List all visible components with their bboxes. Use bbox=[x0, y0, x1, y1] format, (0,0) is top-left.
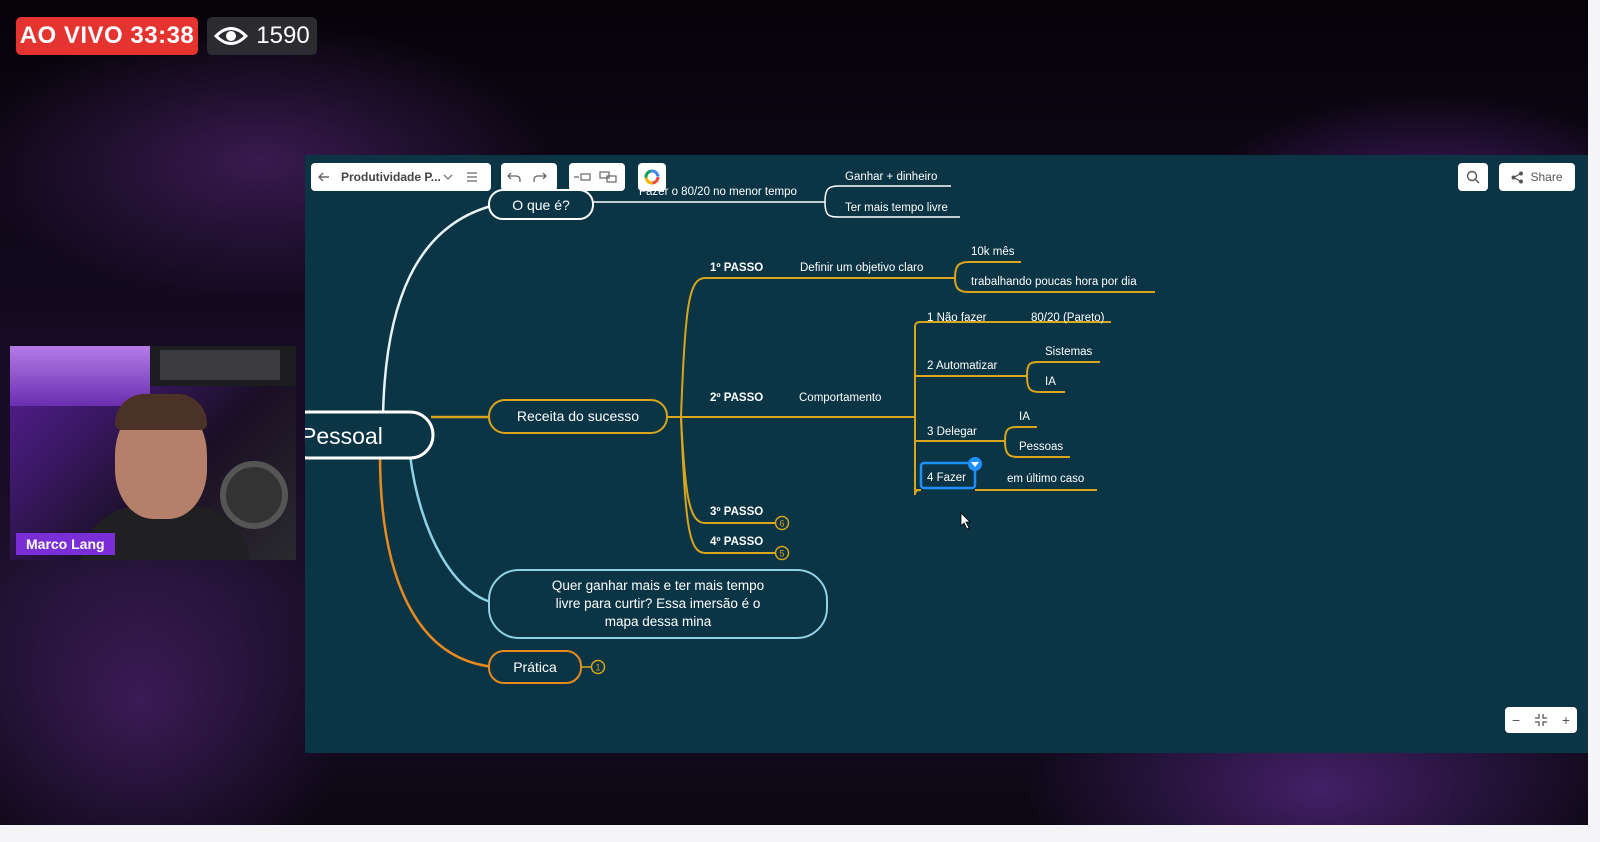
back-button[interactable] bbox=[311, 163, 337, 191]
label-passo4: 4º PASSO bbox=[710, 536, 763, 548]
hamburger-icon bbox=[466, 172, 477, 182]
line-poucas-horas bbox=[954, 277, 1155, 293]
chevron-down-icon bbox=[971, 462, 979, 467]
add-topic-icon bbox=[574, 173, 591, 181]
label-ultimo-caso: em último caso bbox=[1007, 473, 1084, 485]
line-sistemas bbox=[1026, 361, 1100, 377]
line-ia-auto bbox=[1026, 375, 1065, 393]
label-pareto: 80/20 (Pareto) bbox=[1031, 312, 1105, 324]
mouse-cursor-icon bbox=[960, 512, 971, 530]
share-button[interactable]: Share bbox=[1499, 163, 1575, 191]
line-nao-fazer bbox=[914, 321, 1111, 417]
share-label: Share bbox=[1530, 170, 1563, 184]
label-ia-auto: IA bbox=[1045, 376, 1056, 388]
presenter-hair bbox=[115, 394, 207, 430]
label-fazer: 4 Fazer bbox=[927, 472, 966, 484]
label-delegar: 3 Delegar bbox=[927, 426, 977, 438]
count-passo3: 6 bbox=[779, 519, 784, 529]
color-wheel-icon bbox=[644, 169, 660, 185]
node-fazer-selected[interactable] bbox=[919, 461, 977, 490]
label-8020-menor-tempo: Fazer o 80/20 no menor tempo bbox=[639, 186, 797, 198]
branch-root-oquee bbox=[381, 203, 496, 418]
history-toolbar bbox=[501, 163, 557, 191]
label-pessoas: Pessoas bbox=[1019, 441, 1063, 453]
menu-button[interactable] bbox=[459, 163, 485, 191]
studio-light bbox=[10, 346, 150, 406]
zoom-out-button[interactable]: − bbox=[1511, 712, 1521, 728]
search-button[interactable] bbox=[1458, 163, 1488, 191]
doc-toolbar: Produtividade P... bbox=[311, 163, 491, 191]
mindmap-svg: Pessoal O que é? Fazer o 80/20 no menor … bbox=[305, 171, 1155, 684]
line-pessoas bbox=[1004, 440, 1070, 458]
node-toolbar bbox=[569, 163, 625, 191]
viewer-count: 1590 bbox=[256, 22, 310, 49]
label-ganhar-dinheiro: Ganhar + dinheiro bbox=[845, 171, 937, 183]
label-passo2: 2º PASSO bbox=[710, 392, 763, 404]
label-automatizar: 2 Automatizar bbox=[927, 360, 997, 372]
root-label: Pessoal bbox=[305, 423, 383, 449]
label-o-que-e: O que é? bbox=[512, 197, 570, 213]
collapsed-count-passo4[interactable] bbox=[774, 545, 790, 561]
arrow-left-icon bbox=[318, 172, 329, 182]
eye-icon bbox=[214, 27, 249, 45]
label-pratica: Prática bbox=[513, 659, 557, 675]
label-10k: 10k mês bbox=[971, 246, 1015, 258]
viewer-count-badge: 1590 bbox=[207, 17, 317, 55]
line-passo4 bbox=[680, 416, 775, 554]
label-objetivo-claro: Definir um objetivo claro bbox=[800, 262, 923, 274]
label-passo1: 1º PASSO bbox=[710, 262, 763, 274]
doc-title[interactable]: Produtividade P... bbox=[341, 170, 441, 184]
fit-to-screen-icon[interactable] bbox=[1534, 713, 1548, 727]
node-quote[interactable] bbox=[488, 569, 828, 639]
right-border bbox=[1588, 0, 1600, 842]
mindmap-canvas[interactable]: Pessoal O que é? Fazer o 80/20 no menor … bbox=[305, 155, 1588, 753]
zoom-controls: − + bbox=[1505, 707, 1577, 733]
line-10k bbox=[954, 261, 1021, 279]
label-receita: Receita do sucesso bbox=[517, 408, 639, 424]
count-passo4: 5 bbox=[779, 549, 784, 559]
theme-button[interactable] bbox=[638, 163, 666, 191]
label-poucas-horas: trabalhando poucas hora por dia bbox=[971, 276, 1137, 288]
collapsed-count-passo3[interactable] bbox=[774, 515, 790, 531]
share-icon bbox=[1511, 171, 1524, 183]
label-ia-delegar: IA bbox=[1019, 411, 1030, 423]
quote-line-3: mapa dessa mina bbox=[605, 614, 712, 629]
line-ia-delegar bbox=[1004, 426, 1037, 442]
label-comportamento: Comportamento bbox=[799, 392, 881, 404]
undo-button[interactable] bbox=[501, 163, 527, 191]
label-tempo-livre: Ter mais tempo livre bbox=[845, 202, 948, 214]
zoom-in-button[interactable]: + bbox=[1561, 712, 1571, 728]
add-child-button[interactable] bbox=[595, 163, 621, 191]
branch-root-quote bbox=[408, 454, 496, 605]
collapsed-count-pratica[interactable] bbox=[590, 659, 606, 675]
line-passo1 bbox=[680, 277, 925, 418]
line-ganhar bbox=[824, 185, 951, 203]
label-nao-fazer: 1 Não fazer bbox=[927, 312, 987, 324]
background-badge bbox=[220, 461, 288, 529]
search-icon bbox=[1466, 170, 1480, 184]
label-passo3: 3º PASSO bbox=[710, 506, 763, 518]
quote-line-1: Quer ganhar mais e ter mais tempo bbox=[552, 578, 764, 593]
presenter-name-tag: Marco Lang bbox=[16, 533, 115, 555]
root-node[interactable] bbox=[305, 410, 435, 460]
add-sibling-button[interactable] bbox=[569, 163, 595, 191]
live-badge: AO VIVO 33:38 bbox=[16, 17, 198, 55]
line-comportamento-spine bbox=[914, 417, 921, 491]
undo-icon bbox=[507, 172, 521, 182]
add-subtopic-icon bbox=[599, 171, 617, 183]
bottom-border bbox=[0, 825, 1600, 842]
quote-line-2: livre para curtir? Essa imersão é o bbox=[556, 596, 761, 611]
branch-root-pratica bbox=[378, 454, 496, 669]
label-sistemas: Sistemas bbox=[1045, 346, 1093, 358]
line-tempo-livre bbox=[824, 201, 960, 218]
chevron-down-icon[interactable] bbox=[443, 173, 453, 181]
presenter-webcam bbox=[10, 346, 296, 560]
redo-button[interactable] bbox=[527, 163, 553, 191]
background-frame bbox=[160, 350, 280, 380]
redo-icon bbox=[533, 172, 547, 182]
count-pratica: 1 bbox=[595, 663, 600, 673]
